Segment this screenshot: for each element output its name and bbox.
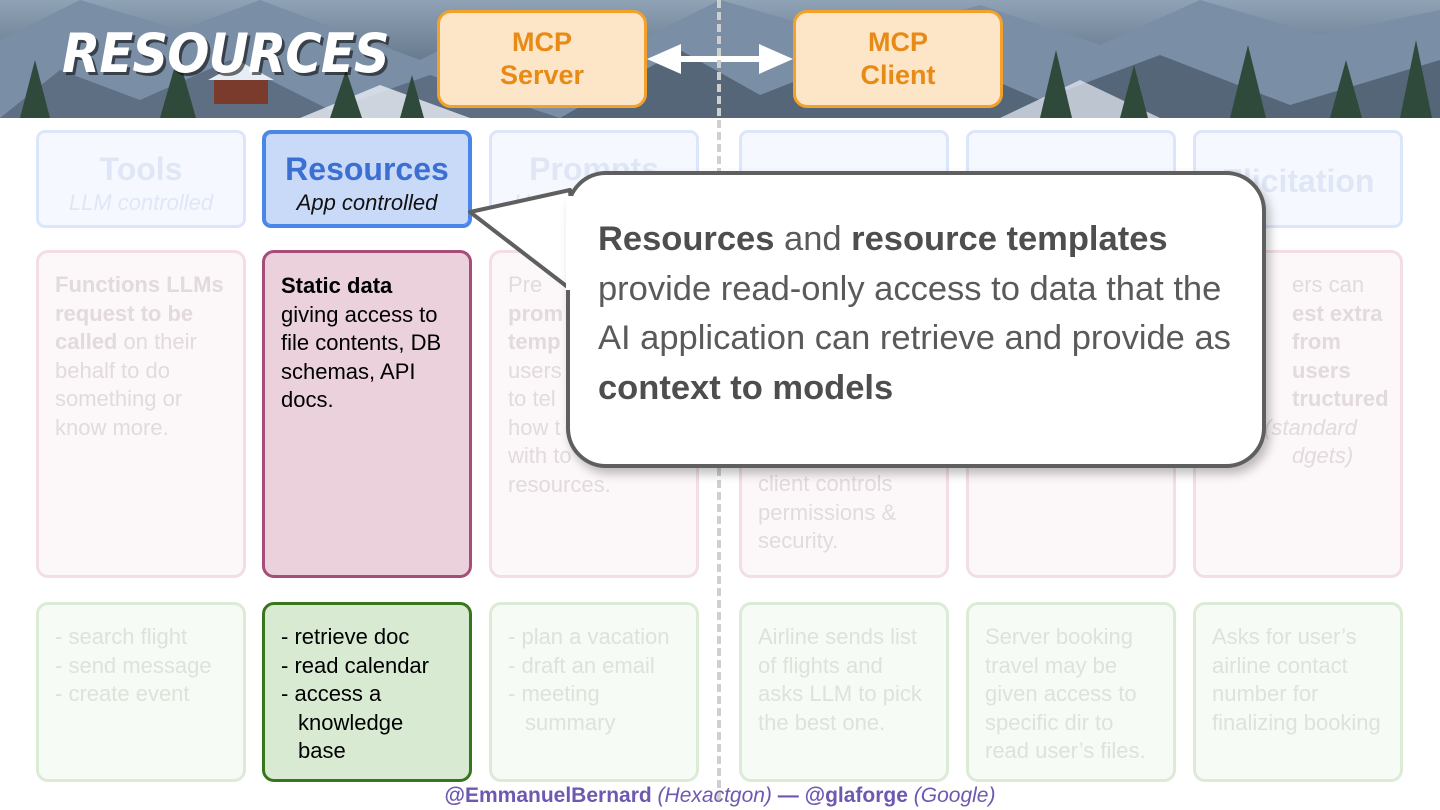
description-line: permissions & (758, 499, 897, 525)
description-card-tools: Functions LLMs request to be called on t… (36, 250, 246, 578)
card-title: Resources (285, 151, 449, 187)
description-line: (standard (1264, 414, 1357, 440)
example-item: - draft an email (508, 652, 655, 678)
description-line: from users (1292, 329, 1351, 383)
description-line: client controls (758, 471, 893, 496)
description-line: with to (508, 443, 572, 468)
example-card-tools: - search flight - send message - create … (36, 602, 246, 782)
bubble-bold-templates: resource templates (851, 220, 1168, 258)
description-line: users (508, 357, 562, 383)
description-text: on their behalf to do something or know … (55, 329, 197, 440)
example-card-prompts: - plan a vacation - draft an email - mee… (489, 602, 699, 782)
header-card-tools: Tools LLM controlled (36, 130, 246, 228)
example-card-elicitation: Asks for user’s airline contact number f… (1193, 602, 1403, 782)
example-text: Airline sends list of flights and asks L… (758, 624, 922, 735)
slide-title: RESOURCES (62, 22, 390, 85)
mcp-server-label-line1: MCP (512, 27, 572, 57)
mcp-client-label-line1: MCP (868, 27, 928, 57)
footer-separator: — (771, 784, 805, 807)
description-line: dgets) (1292, 443, 1354, 468)
description-line: how t (508, 414, 561, 440)
description-line: ers can (1292, 272, 1365, 297)
example-item: - meeting summary (508, 681, 616, 735)
author-org-1: (Hexactgon) (657, 784, 772, 807)
example-item: - retrieve doc (281, 624, 410, 649)
author-org-2: (Google) (913, 784, 996, 807)
example-text: Asks for user’s airline contact number f… (1212, 624, 1381, 735)
description-line: temp (508, 329, 561, 354)
description-line: security. (758, 528, 839, 553)
header-card-resources: Resources App controlled (262, 130, 472, 228)
speech-bubble: Resources and resource templates provide… (566, 171, 1266, 468)
description-line: Pre (508, 272, 543, 297)
example-item: - access a knowledge base (281, 681, 404, 763)
author-handle-1: @EmmanuelBernard (444, 784, 652, 807)
description-line: tructured (1292, 386, 1389, 411)
description-line: prom (508, 300, 563, 326)
card-title: Tools (99, 151, 183, 187)
author-handle-2: @glaforge (804, 784, 908, 807)
card-subtitle: LLM controlled (68, 190, 214, 215)
description-bold: Static data (281, 273, 393, 298)
example-item: - plan a vacation (508, 624, 670, 649)
example-item: - send message (55, 652, 212, 678)
description-line: est extra (1292, 300, 1383, 326)
example-text: Server booking travel may be given acces… (985, 624, 1146, 763)
description-text: giving access to file contents, DB schem… (281, 301, 442, 413)
description-bold: Functions LLMs request to be called (55, 272, 224, 354)
example-item: - search flight (55, 624, 188, 649)
card-subtitle: App controlled (296, 190, 438, 215)
example-card-sampling: Airline sends list of flights and asks L… (739, 602, 949, 782)
mcp-client-label-line2: Client (860, 60, 936, 90)
mcp-server-box: MCP Server (437, 10, 647, 108)
example-item: - create event (55, 681, 190, 706)
example-card-resources: - retrieve doc - read calendar - access … (262, 602, 472, 782)
description-card-resources: Static data giving access to file conten… (262, 250, 472, 578)
bubble-text: and (774, 220, 852, 258)
footer-credits: @EmmanuelBernard (Hexactgon) — @glaforge… (0, 784, 1440, 808)
mcp-client-box: MCP Client (793, 10, 1003, 108)
bubble-bold-resources: Resources (598, 220, 775, 258)
description-line: resources. (508, 471, 611, 497)
example-item: - read calendar (281, 652, 429, 678)
mcp-server-label-line2: Server (499, 60, 585, 90)
example-card-roots: Server booking travel may be given acces… (966, 602, 1176, 782)
bubble-text: provide read-only access to data that th… (598, 269, 1231, 358)
bubble-bold-context: context to models (598, 368, 894, 407)
description-line: to tel (508, 386, 556, 411)
